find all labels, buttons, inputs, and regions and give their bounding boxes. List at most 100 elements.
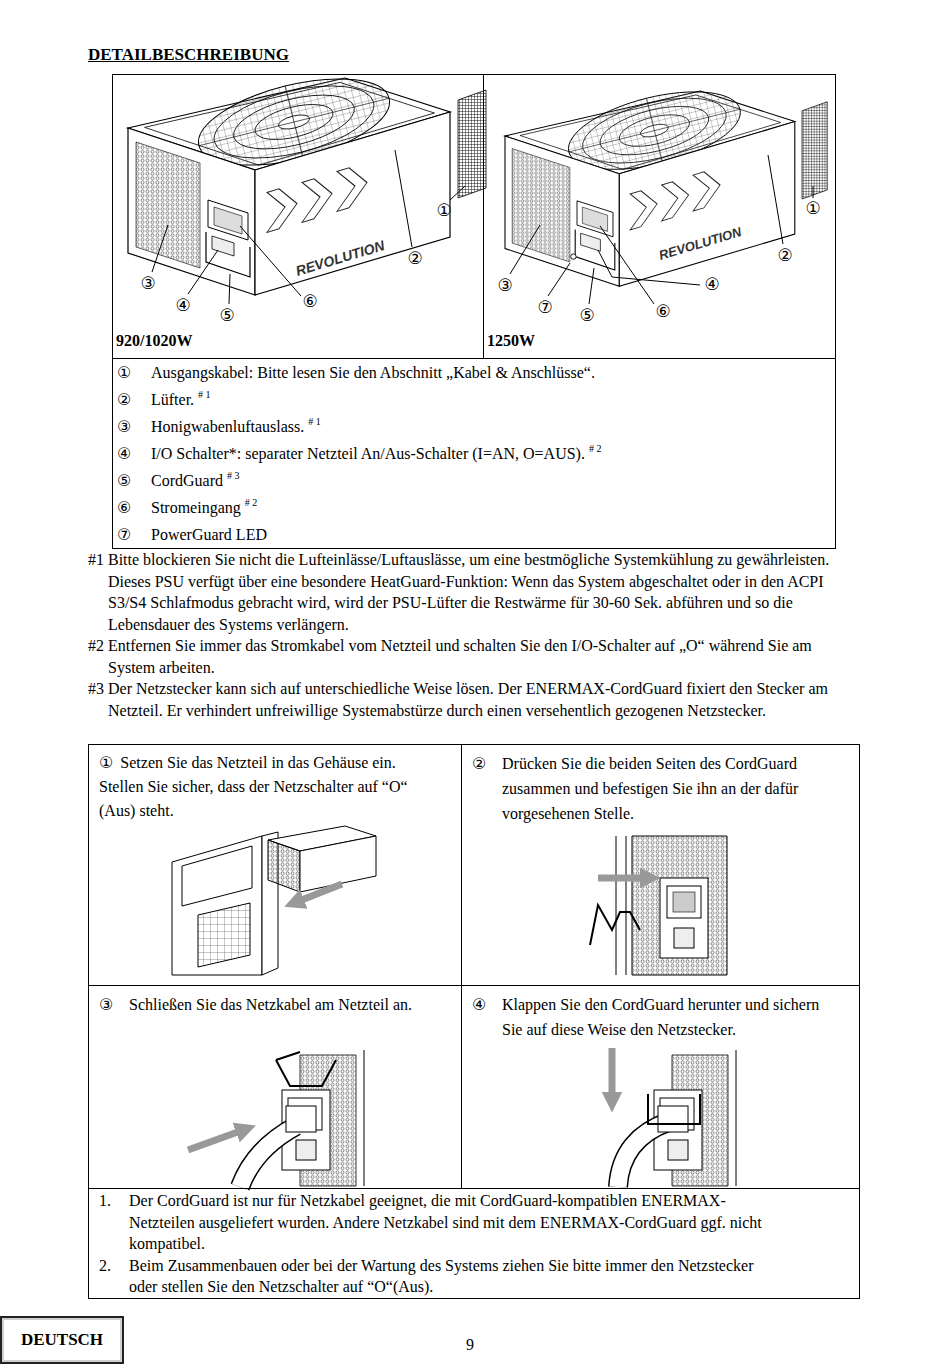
leader-line [510,225,540,274]
leader-line [395,150,412,247]
parts-list-box: ①Ausgangskabel: Bitte lesen Sie den Absc… [112,358,836,549]
install-illustration [268,840,300,892]
note-row: 2.Beim Zusammenbauen oder bei der Wartun… [99,1255,859,1298]
cordguard-mount-illustration [632,836,727,975]
cable-plug-illustration [296,1140,316,1160]
step-text: Setzen Sie das Netzteil in das Gehäuse e… [99,754,408,819]
callout-number: ④ [175,295,190,315]
illustration-cell: 920/1020W [112,74,484,359]
part-description: I/O Schalter*: separater Netzteil An/Aus… [151,440,585,467]
step-paragraph: ④Klappen Sie den CordGuard herunter und … [472,992,835,1042]
step-text: Klappen Sie den CordGuard herunter und s… [502,992,835,1042]
cordguard-mount-illustration [616,836,626,975]
footnote-text: Der Netzstecker kann sich auf unterschie… [108,678,860,721]
note-text: Beim Zusammenbauen oder bei der Wartung … [129,1255,769,1298]
label-slot: ⑥ [649,299,677,323]
step-paragraph: ②Drücken Sie die beiden Seiten des CordG… [472,751,849,826]
list-row: ②Lüfter.# 1 [117,386,835,413]
leader-line [600,226,654,304]
step-paragraph: ③Schließen Sie das Netzkabel am Netzteil… [99,992,435,1017]
label-slot: ① [799,196,827,220]
callout-number: ⑤ [117,467,151,494]
list-row: ⑥Stromeingang# 2 [117,494,835,521]
leader-line [152,150,465,304]
cable-plug-illustration [188,1129,246,1150]
step-box: ①Setzen Sie das Netzteil in das Gehäuse … [88,744,462,986]
cordguard-mount-illustration [674,928,694,948]
footnote-ref: # 1 [308,413,321,431]
psu-illustration-920 [128,62,486,295]
label-slot: ① [430,198,458,222]
callout-number: ② [407,248,422,268]
list-row: ⑦PowerGuard LED [117,521,835,548]
callout-number: ① [117,359,151,386]
cordguard-lock-illustration [668,1140,688,1160]
cable-plug-illustration [188,1050,364,1187]
cordguard-lock-illustration [736,1050,737,1186]
callout-number: ⑥ [655,301,670,321]
install-illustration [294,884,342,903]
cordguard-mount-illustration [667,886,701,918]
title-slot: DETAILBESCHREIBUNG [88,45,289,65]
leader-line [813,186,814,198]
step-box: ④Klappen Sie den CordGuard herunter und … [461,985,860,1189]
callout-number: ① [805,198,820,218]
note-row: 1.Der CordGuard ist nur für Netzkabel ge… [99,1190,859,1255]
page-title: DETAILBESCHREIBUNG [88,45,289,64]
callout-number: ⑤ [579,305,594,325]
footnote-ref: # 2 [589,440,602,458]
part-description: Ausgangskabel: Bitte lesen Sie den Absch… [151,359,595,386]
label-slot: 9 [466,1336,474,1354]
cordguard-mount-illustration [660,878,708,958]
step-paragraph: ①Setzen Sie das Netzteil in das Gehäuse … [99,751,443,823]
callout-number: ⑥ [117,494,151,521]
language-label: DEUTSCH [21,1330,103,1350]
cordguard-lock-illustration [612,1048,736,1187]
step-number: ② [472,751,502,776]
cable-plug-illustration [276,1052,336,1086]
cable-plug-illustration [364,1050,365,1186]
list-row: ④I/O Schalter*: separater Netzteil An/Au… [117,440,835,467]
note-text: Der CordGuard ist nur für Netzkabel geei… [129,1190,769,1255]
cordguard-lock-illustration [609,1048,616,1102]
model-label: 920/1020W [116,332,483,350]
part-description: PowerGuard LED [151,521,267,548]
footnotes: #1Bitte blockieren Sie nicht die Luftein… [88,549,860,721]
step-text: Schließen Sie das Netzkabel am Netzteil … [129,992,435,1017]
note-number: 2. [99,1255,129,1277]
callout-number: ① [436,200,451,220]
footnote-row: #1Bitte blockieren Sie nicht die Luftein… [88,549,860,635]
cordguard-mount-illustration [598,875,650,882]
model-label: 1250W [487,332,835,350]
label-slot: ② [771,243,799,267]
leader-line [768,155,783,244]
footnote-ref: # 1 [198,386,211,404]
list-row: ⑤CordGuard# 3 [117,467,835,494]
part-description: Lüfter. [151,386,194,413]
label-slot: ④ [698,272,726,296]
step-text: Drücken Sie die beiden Seiten des CordGu… [502,751,849,826]
leader-line [450,186,465,200]
callout-number: ③ [497,275,512,295]
leader-line [240,226,301,296]
leader-line [548,263,570,296]
footnote-row: #3Der Netzstecker kann sich auf untersch… [88,678,860,721]
cordguard-lock-illustration [654,1090,702,1170]
part-description: CordGuard [151,467,223,494]
note-number: 1. [99,1190,129,1212]
footnote-mark: #3 [88,678,108,700]
step-number: ③ [99,992,129,1017]
footnote-text: Entfernen Sie immer das Stromkabel vom N… [108,635,860,678]
list-row: ①Ausgangskabel: Bitte lesen Sie den Absc… [117,359,835,386]
page-number: 9 [466,1336,474,1353]
footnote-row: #2Entfernen Sie immer das Stromkabel vom… [88,635,860,678]
footnote-mark: #2 [88,635,108,657]
leader-line [152,225,168,272]
label-slot: ⑤ [213,303,241,327]
cordguard-lock-illustration [648,1094,700,1124]
step-box: ②Drücken Sie die beiden Seiten des CordG… [461,744,860,986]
label-slot: ③ [134,271,162,295]
cordguard-mount-illustration [590,836,727,975]
psu-illustration-1250 [505,77,827,286]
